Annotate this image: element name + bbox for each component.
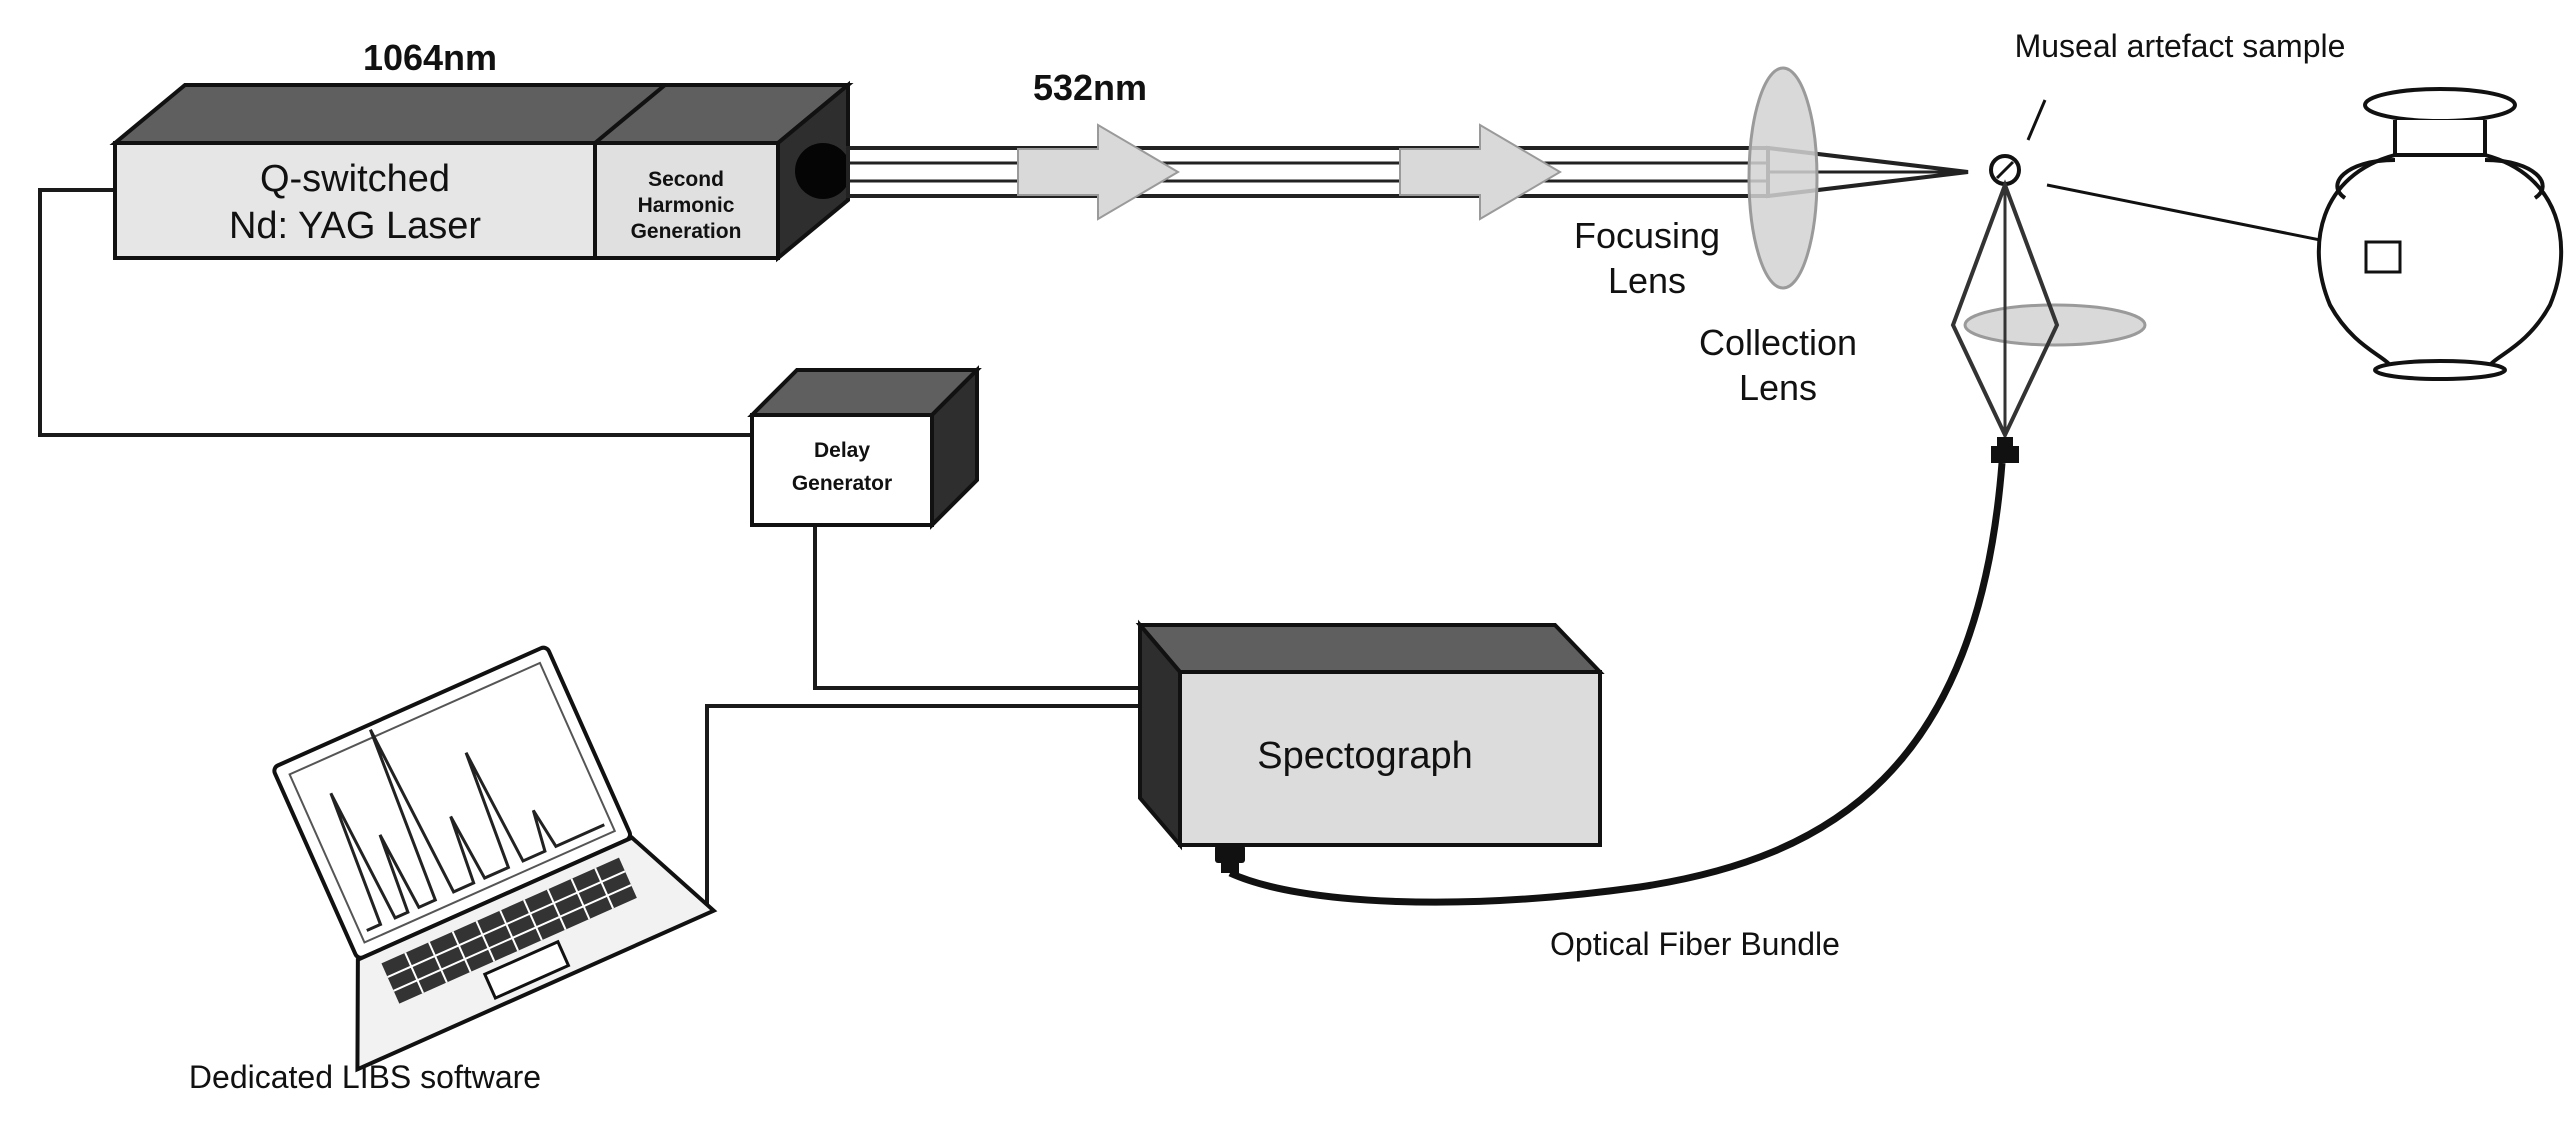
laptop-icon [272, 645, 718, 1073]
delay-generator-label-line1: Delay [814, 439, 870, 462]
computer-label: Dedicated LIBS software [189, 1059, 541, 1095]
delay-generator-label-line2: Generator [792, 472, 892, 495]
beam-tube [846, 146, 1770, 198]
optical-fiber-label: Optical Fiber Bundle [1550, 926, 1840, 962]
collection-lens-label-line2: Lens [1739, 367, 1817, 408]
laser-front-face [113, 141, 597, 260]
laser-name-line2: Nd: YAG Laser [229, 205, 481, 247]
beam-arrow-1 [1017, 123, 1180, 221]
sample-label-pointer [2026, 99, 2047, 141]
collection-optics [1950, 179, 2147, 440]
optical-fiber-bundle [1228, 462, 2006, 906]
spectrograph-front [1178, 670, 1602, 847]
spectrograph-label: Spectograph [1257, 735, 1473, 777]
shg-label-line1: Second [648, 168, 724, 191]
shg-label-line2: Harmonic [638, 194, 735, 217]
fiber-input-connector [1991, 437, 2019, 463]
sample-to-vase-pointer [2046, 183, 2371, 252]
focusing-lens-label-line1: Focusing [1574, 215, 1720, 256]
beam-wavelength-label: 532nm [1033, 67, 1147, 108]
sample-spot-marker [2364, 240, 2402, 274]
laptop-trackpad [482, 939, 571, 1001]
laser-output-aperture [795, 143, 851, 199]
fiber-output-connector [1215, 845, 1245, 873]
laser-to-delay-wire [38, 188, 752, 437]
laser-top-divider [593, 83, 667, 145]
delay-to-spectrograph-wire [813, 520, 1140, 690]
delay-generator-front [750, 413, 934, 527]
computer-to-spectrograph-wire [650, 704, 1140, 907]
sample-label: Museal artefact sample [2015, 28, 2346, 64]
focusing-lens-label-line2: Lens [1608, 260, 1686, 301]
vase-icon [2316, 87, 2564, 381]
laser-beam [846, 123, 1969, 221]
laser-box: Q-switched Nd: YAG Laser Second Harmonic… [109, 80, 854, 263]
shg-label-line3: Generation [631, 220, 742, 243]
delay-generator-box: Delay Generator [747, 365, 982, 530]
spectrograph-box: Spectograph [1135, 619, 1605, 873]
laser-name-line1: Q-switched [260, 158, 450, 200]
beam-arrow-2 [1399, 123, 1562, 221]
laser-wavelength-label: 1064nm [363, 37, 497, 78]
libs-spectrum-icon [329, 728, 605, 932]
shg-front-face [593, 141, 780, 260]
laser-top-face [109, 83, 854, 145]
collection-lens-label-line1: Collection [1699, 322, 1857, 363]
focusing-lens [1747, 66, 1819, 290]
